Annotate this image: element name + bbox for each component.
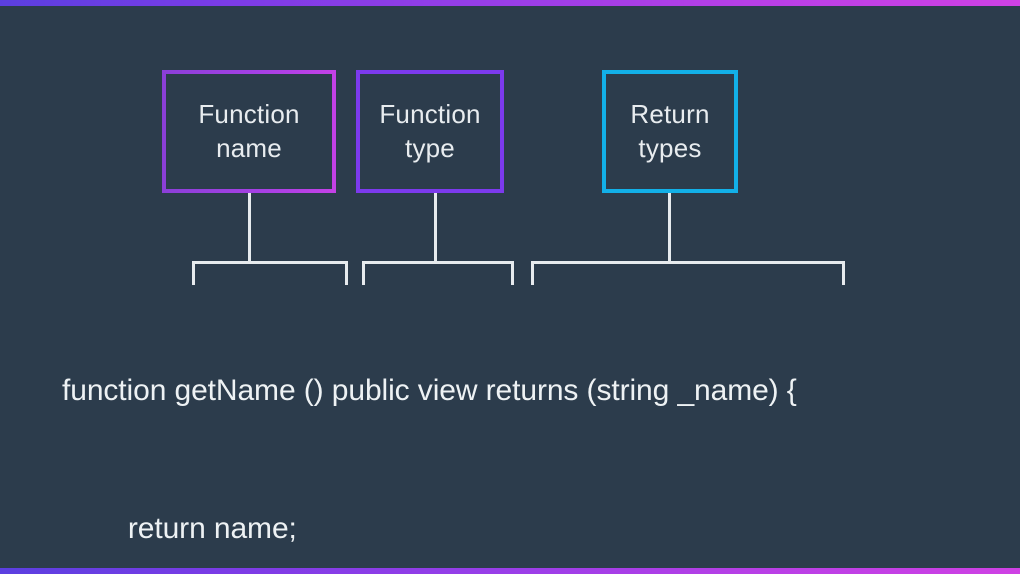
connector-bracket-tick-left-1 [192, 261, 195, 285]
connector-bracket-return-types [531, 261, 845, 264]
label-box-return-types: Return types [602, 70, 738, 193]
connector-bracket-function-name [192, 261, 348, 264]
label-box-return-types-text: Return types [630, 99, 710, 163]
connector-bracket-tick-right-2 [511, 261, 514, 285]
connector-bracket-function-type [362, 261, 514, 264]
connector-stem-function-type [434, 193, 437, 263]
label-box-function-name: Function name [162, 70, 336, 193]
connector-stem-return-types [668, 193, 671, 263]
connector-bracket-tick-right-1 [345, 261, 348, 285]
label-box-function-type-text: Function type [379, 99, 481, 163]
code-block: function getName () public view returns … [62, 276, 962, 574]
bottom-gradient-bar [0, 568, 1020, 574]
code-line-2: return name; [62, 512, 297, 545]
connector-stem-function-name [248, 193, 251, 263]
top-gradient-bar [0, 0, 1020, 6]
connector-bracket-tick-left-2 [362, 261, 365, 285]
label-box-function-type: Function type [356, 70, 504, 193]
connector-bracket-tick-left-3 [531, 261, 534, 285]
label-box-function-name-text: Function name [198, 99, 300, 163]
label-box-function-name-inner: Function name [166, 74, 332, 189]
code-line-1: function getName () public view returns … [62, 374, 797, 407]
connector-bracket-tick-right-3 [842, 261, 845, 285]
